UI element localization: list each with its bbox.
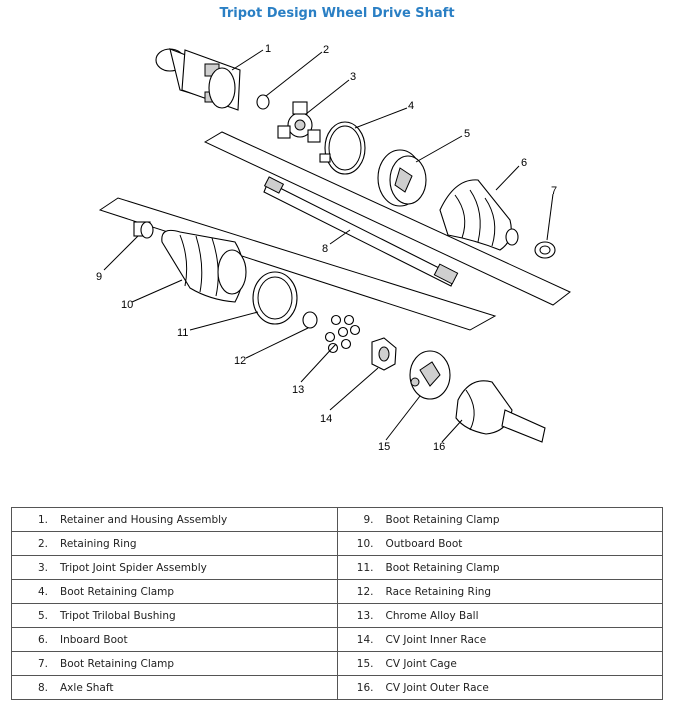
table-row: 2. Retaining Ring 10. Outboard Boot	[11, 531, 663, 556]
balls-part	[324, 314, 361, 354]
part-number: 7.	[37, 657, 48, 670]
trilobal-bushing-part	[377, 149, 427, 207]
part-number: 12.	[356, 585, 374, 598]
part-name: CV Joint Outer Race	[385, 681, 489, 694]
table-row: 5. Tripot Trilobal Bushing 13. Chrome Allo…	[11, 603, 663, 628]
table-row: 7. Boot Retaining Clamp 15. CV Joint Cage	[11, 651, 663, 676]
inboard-boot-part	[439, 179, 519, 251]
table-row: 3. Tripot Joint Spider Assembly 11. Boot R…	[11, 555, 663, 580]
part-number: 10.	[356, 537, 374, 550]
callout-16: 16	[433, 441, 445, 453]
clamp-7-part	[534, 241, 556, 259]
callout-14: 14	[320, 413, 332, 425]
part-name: Boot Retaining Clamp	[385, 561, 500, 574]
spider-assembly-part	[277, 101, 321, 143]
outboard-group-outline	[98, 197, 497, 331]
axle-shaft-part	[263, 176, 459, 287]
part-number: 5.	[37, 609, 48, 622]
callout-3: 3	[350, 71, 356, 83]
part-number: 13.	[356, 609, 374, 622]
part-number: 14.	[356, 633, 374, 646]
table-row: 1. Retainer and Housing Assembly 9. Boot R…	[11, 507, 663, 532]
part-name: CV Joint Inner Race	[385, 633, 487, 646]
clamp-4-part	[324, 121, 366, 175]
part-name: Retainer and Housing Assembly	[60, 513, 228, 526]
table-row: 4. Boot Retaining Clamp 12. Race Retaining…	[11, 579, 663, 604]
part-number: 6.	[37, 633, 48, 646]
part-number: 11.	[356, 561, 374, 574]
part-number: 1.	[37, 513, 48, 526]
clamp-9-part	[133, 221, 154, 239]
callout-4: 4	[408, 100, 414, 112]
part-name: CV Joint Cage	[385, 657, 457, 670]
part-number: 9.	[363, 513, 374, 526]
part-name: Tripot Trilobal Bushing	[60, 609, 176, 622]
outboard-boot-part	[161, 229, 247, 303]
race-ring-part	[302, 311, 318, 329]
callout-15: 15	[378, 441, 390, 453]
callout-11: 11	[177, 327, 188, 339]
table-row: 8. Axle Shaft 16. CV Joint Outer Race	[11, 675, 663, 700]
part-name: Retaining Ring	[60, 537, 137, 550]
exploded-view-diagram: 1 2 3 4 5 6 7 8 9 10 11 12 13 14 15 16	[96, 43, 571, 453]
part-number: 3.	[37, 561, 48, 574]
callout-9: 9	[96, 271, 102, 283]
part-number: 16.	[356, 681, 374, 694]
part-number: 8.	[37, 681, 48, 694]
part-name: Outboard Boot	[385, 537, 463, 550]
part-number: 2.	[37, 537, 48, 550]
callout-12: 12	[234, 355, 246, 367]
callout-6: 6	[521, 157, 527, 169]
table-row: 6. Inboard Boot 14. CV Joint Inner Race	[11, 627, 663, 652]
part-name: Boot Retaining Clamp	[60, 585, 175, 598]
diagram-title: Tripot Design Wheel Drive Shaft	[219, 6, 455, 21]
part-name: Chrome Alloy Ball	[385, 609, 479, 622]
leader-lines	[103, 49, 554, 443]
retainer-housing-part	[155, 48, 241, 111]
callout-5: 5	[464, 128, 470, 140]
callout-7: 7	[551, 185, 557, 197]
retaining-ring-part	[256, 94, 270, 110]
part-number: 4.	[37, 585, 48, 598]
callout-13: 13	[292, 384, 304, 396]
callout-8: 8	[322, 243, 328, 255]
cv-cage-part	[409, 350, 451, 400]
part-name: Tripot Joint Spider Assembly	[60, 561, 207, 574]
parts-legend-table: 1. Retainer and Housing Assembly 9. Boot R…	[11, 507, 663, 700]
part-name: Boot Retaining Clamp	[385, 513, 500, 526]
clamp-11-part	[252, 271, 298, 325]
cv-outer-race-part	[455, 380, 546, 443]
callout-1: 1	[265, 43, 271, 55]
part-name: Race Retaining Ring	[385, 585, 492, 598]
callout-2: 2	[323, 44, 329, 56]
part-name: Boot Retaining Clamp	[60, 657, 175, 670]
inner-race-part	[371, 337, 397, 371]
inboard-group-outline	[203, 131, 571, 306]
part-number: 15.	[356, 657, 374, 670]
part-name: Axle Shaft	[60, 681, 114, 694]
part-name: Inboard Boot	[60, 633, 128, 646]
callout-10: 10	[121, 299, 133, 311]
